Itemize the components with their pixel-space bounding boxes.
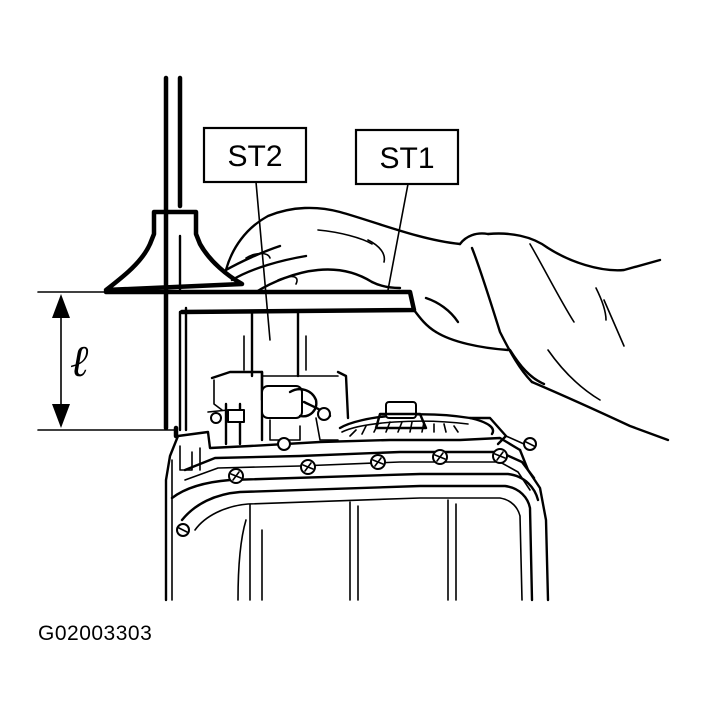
hand-illustration <box>224 206 670 442</box>
case-bolts <box>176 437 537 537</box>
transmission-housing <box>164 430 550 602</box>
bolt-icon <box>228 468 244 484</box>
bolt-icon <box>176 523 190 537</box>
st1-straight-edge <box>103 289 417 432</box>
bolt-icon <box>300 459 316 475</box>
depth-gauge-rod <box>103 75 245 439</box>
bolt-icon <box>432 449 448 465</box>
bolt-icon <box>523 437 537 451</box>
callout-st2: ST2 <box>202 126 308 341</box>
bolt-icon <box>492 448 508 464</box>
callout-st1: ST1 <box>354 128 460 291</box>
dimension-l: ℓ <box>37 291 177 431</box>
figure-code: G02003303 <box>38 622 153 645</box>
arrow-down-icon <box>52 404 70 428</box>
arrow-up-icon <box>52 294 70 318</box>
callout-st1-label: ST1 <box>379 142 434 175</box>
callout-st2-label: ST2 <box>227 140 282 173</box>
st2-tool <box>243 310 307 378</box>
valve-body-components <box>207 370 525 451</box>
bolt-icon <box>370 454 386 470</box>
dimension-symbol: ℓ <box>70 337 89 386</box>
